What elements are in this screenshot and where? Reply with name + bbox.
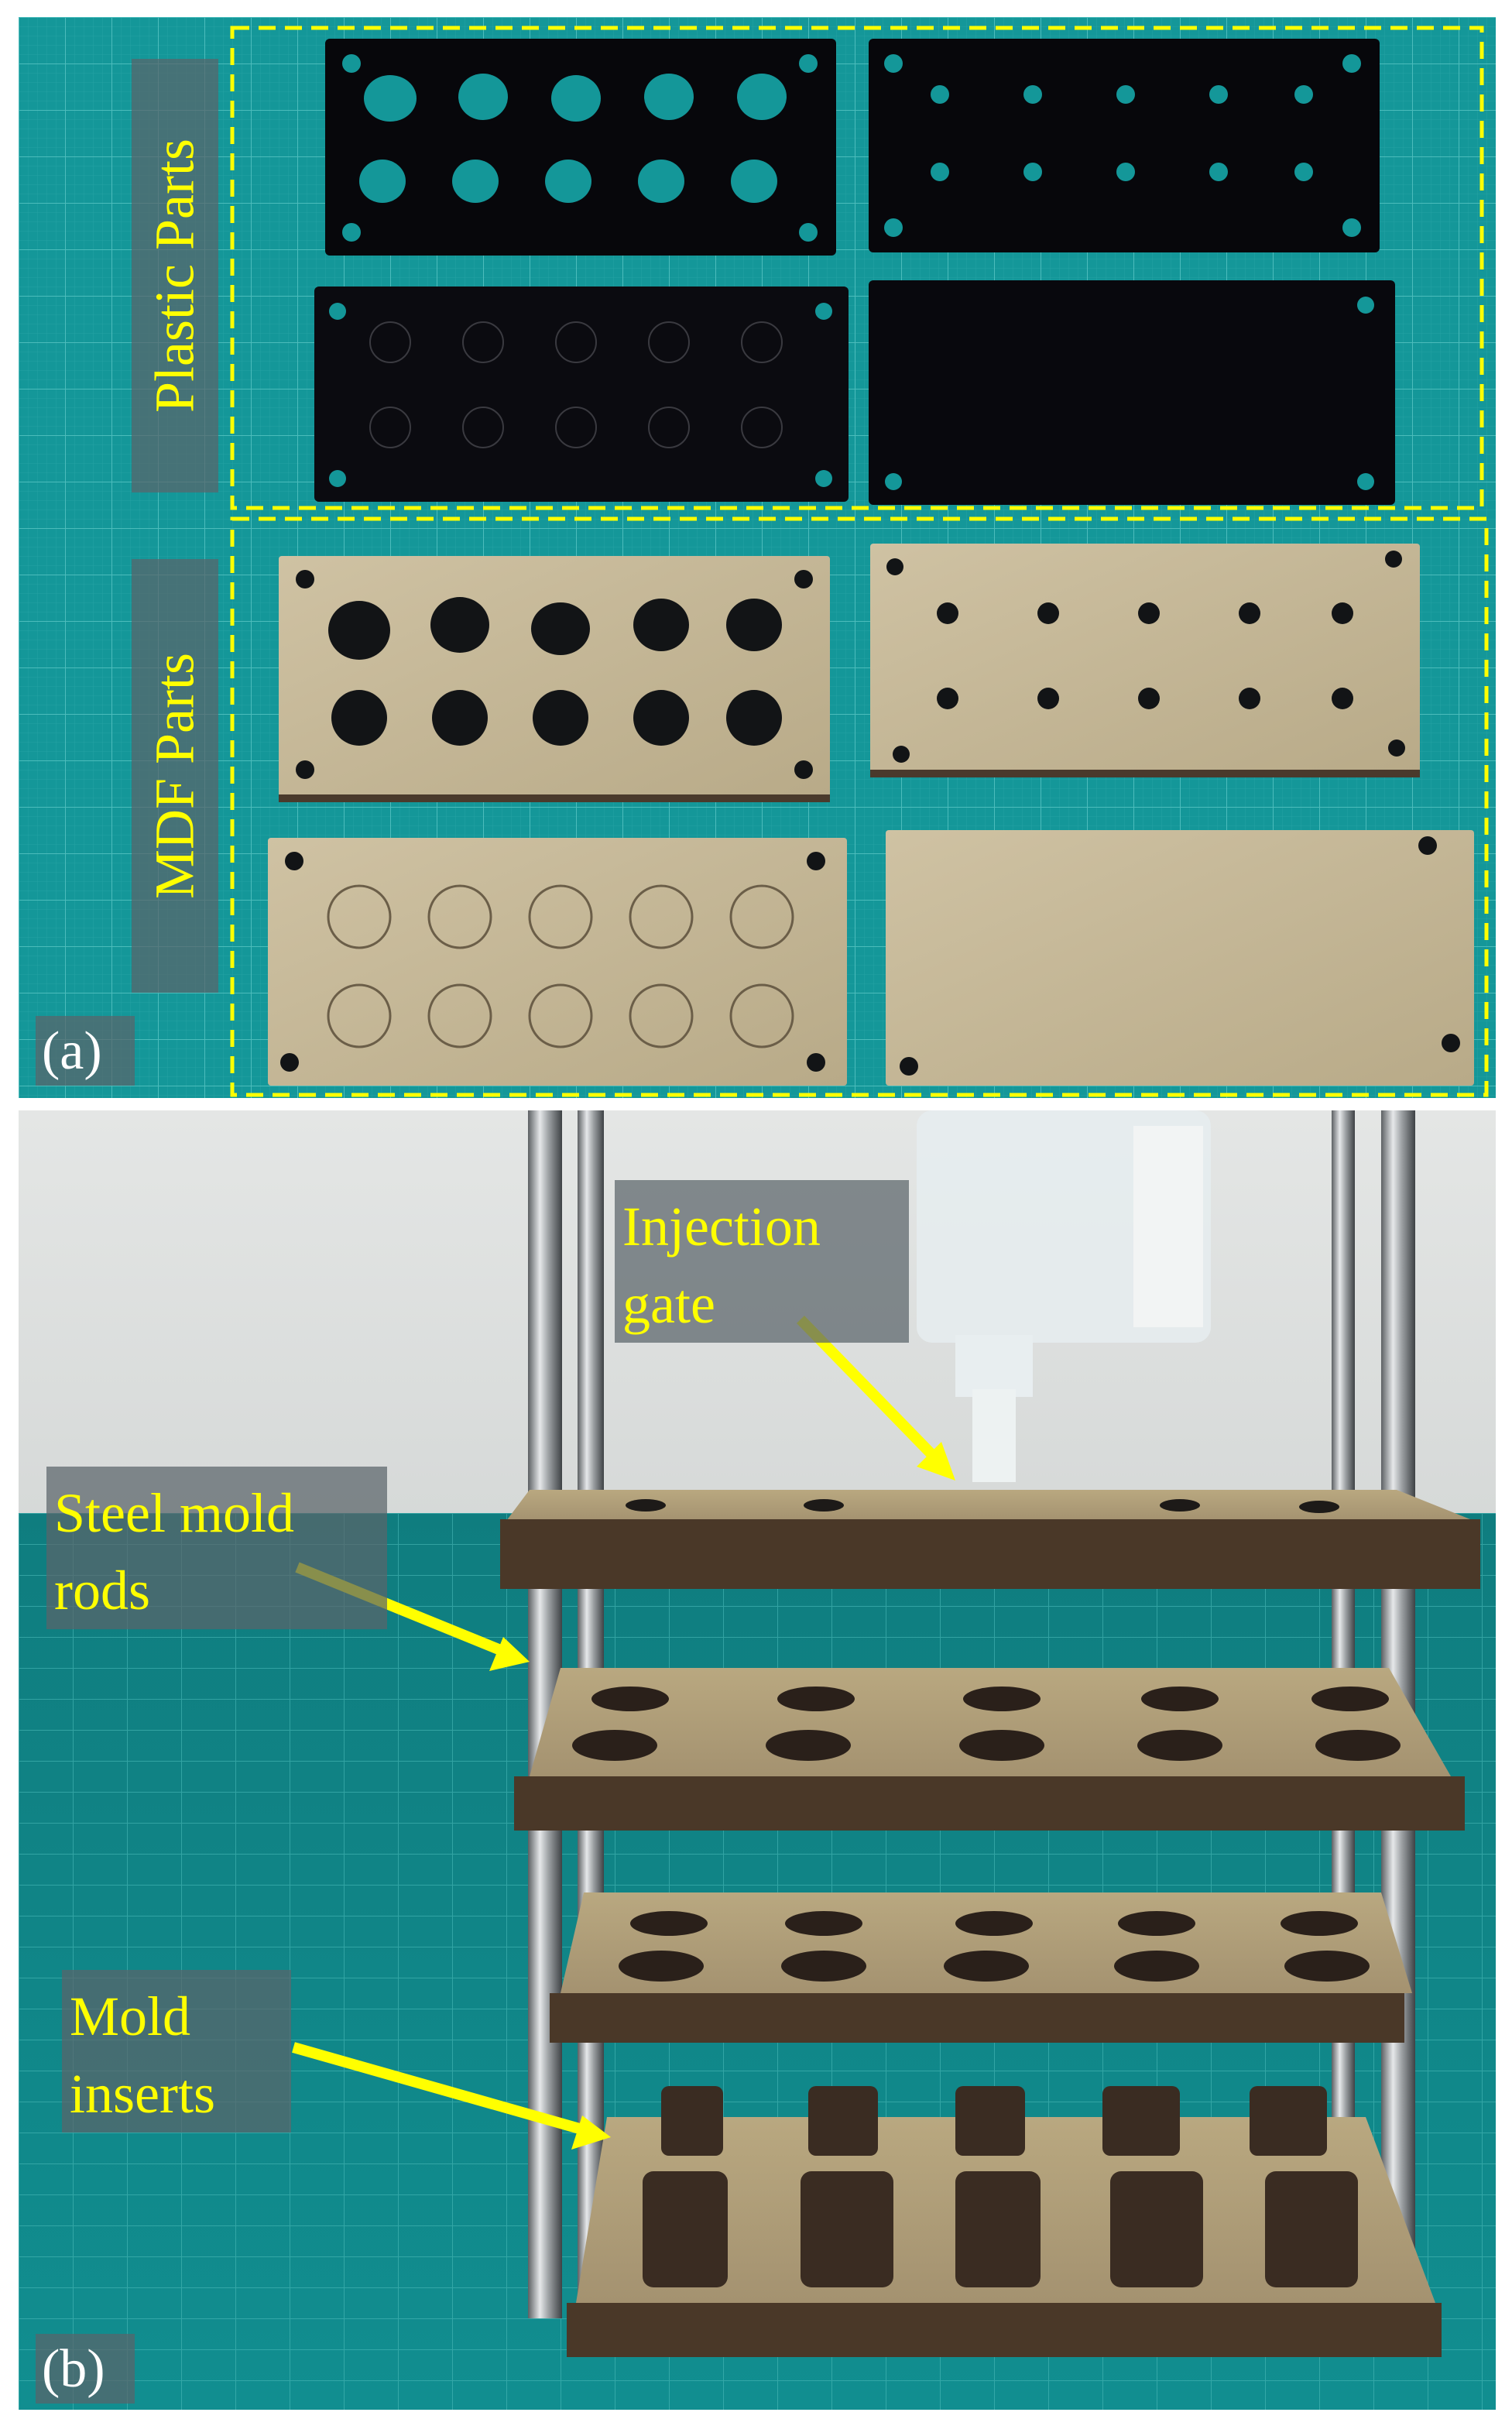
mdf-plate-cavity [279,556,830,802]
plastic-plate-cavity [325,39,836,256]
mold-inserts [643,2086,1358,2287]
panel-a-photo: Plastic Parts MDF Parts (a) [17,15,1497,1100]
plastic-plate-blank [869,280,1395,505]
panel-a-tag-box [36,1016,135,1086]
panel-b-tag: (b) [42,2339,105,2399]
syringe [917,1110,1211,1482]
mdf-parts-label: MDF Parts [143,652,206,900]
mdf-plate-blank [886,830,1474,1086]
panel-b-tag-box [36,2334,135,2404]
mdf-parts-label-box [132,559,218,993]
mold-plate-top [500,1490,1480,1589]
plastic-plate-engraved [314,287,849,502]
arrow-injection-gate [796,1316,945,1467]
mold-plate-cavity-2 [550,1892,1412,2043]
panel-a-tag: (a) [42,1021,102,1081]
annotation-arrows [292,1316,955,2150]
arrow-mold-inserts [292,2042,589,2136]
steel-mold-rods-label: Steel mold rods [54,1482,294,1621]
plastic-group-outline [230,26,1484,510]
mdf-plate-engraved [268,838,847,1086]
mdf-plate-gate [870,544,1420,777]
injection-gate-label: Injection gate [622,1196,821,1335]
panel-b-photo: Injection gate Steel mold rods Mold inse… [17,1109,1497,2411]
cutting-mat-parts-photo [19,17,1496,1098]
mdf-group-outline [230,516,1489,1097]
injection-gate-label-box [615,1180,909,1343]
plastic-parts-label: Plastic Parts [143,139,206,413]
mold-inserts-label-box [62,1970,291,2133]
mold-plate-cavity-1 [514,1668,1465,1831]
mold-assembly-photo [19,1110,1496,2410]
mold-inserts-label: Mold inserts [70,1985,215,2125]
plastic-parts-label-box [132,59,218,492]
steel-mold-rods-label-box [46,1467,387,1629]
plastic-plate-gate [869,39,1380,252]
